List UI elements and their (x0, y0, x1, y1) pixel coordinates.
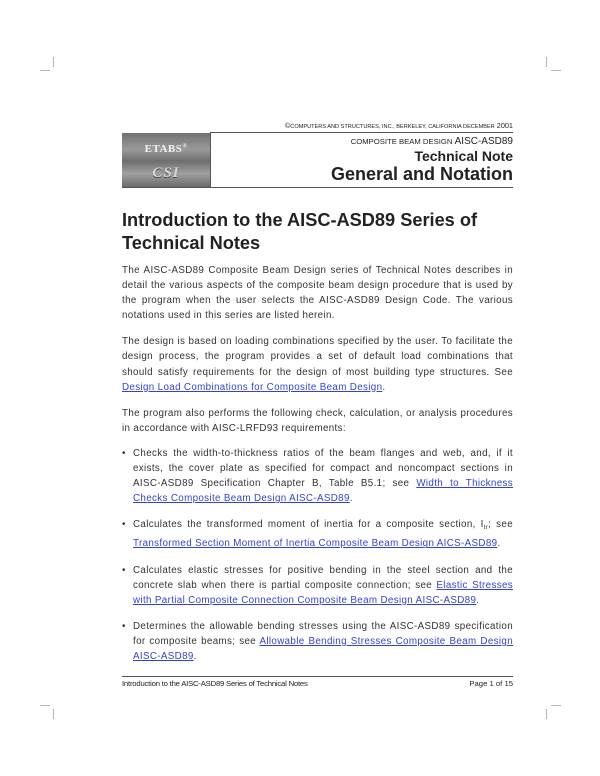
design-paragraph: The design is based on loading combinati… (122, 336, 513, 393)
link-width-to-thickness[interactable]: Width to Thickness Checks Composite Beam… (133, 478, 513, 505)
copyright-line: ©Computers and Structures, Inc., Berkele… (284, 121, 513, 130)
crop-mark-bottom-right-v (546, 709, 547, 719)
crop-mark-bottom-left-v (53, 709, 54, 719)
bullet-icon: • (122, 447, 126, 459)
footer-document-title: Introduction to the AISC-ASD89 Series of… (122, 679, 308, 688)
header-note-type: Technical Note (414, 148, 513, 164)
crop-mark-top-left-h (40, 70, 50, 71)
list-item: • Calculates the transformed moment of i… (122, 519, 513, 550)
procedures-paragraph: The program also performs the following … (122, 407, 513, 434)
section-heading: Introduction to the AISC-ASD89 Series of… (122, 210, 478, 253)
procedures-list: • Checks the width-to-thickness ratios o… (122, 446, 513, 664)
csi-logo-text: CSI (152, 165, 180, 181)
footer-rule (122, 676, 513, 677)
link-transformed-section-moment[interactable]: Transformed Section Moment of Inertia Co… (133, 538, 498, 550)
bullet-icon: • (122, 620, 126, 632)
header-bottom-rule (122, 187, 513, 188)
crop-mark-bottom-left-h (40, 705, 50, 706)
crop-mark-top-right-h (551, 70, 561, 71)
header-note-title: General and Notation (330, 164, 513, 184)
crop-mark-top-left-v (53, 57, 54, 67)
intro-paragraph: The AISC-ASD89 Composite Beam Design ser… (122, 265, 513, 322)
etabs-csi-logo: ETABS® CSI (122, 133, 211, 187)
crop-mark-top-right-v (546, 57, 547, 67)
etabs-logo-text: ETABS® (144, 143, 188, 155)
document-body: Introduction to the AISC-ASD89 Series of… (122, 209, 513, 664)
bullet-icon: • (122, 519, 126, 531)
header-subtitle: Composite Beam Design AISC-ASD89 (350, 136, 513, 147)
bullet-icon: • (122, 564, 126, 576)
page-number: Page 1 of 15 (469, 679, 513, 688)
crop-mark-bottom-right-h (551, 705, 561, 706)
link-allowable-bending-stresses[interactable]: Allowable Bending Stresses Composite Bea… (133, 635, 513, 662)
list-item: • Checks the width-to-thickness ratios o… (122, 447, 513, 505)
link-design-load-combinations[interactable]: Design Load Combinations for Composite B… (122, 381, 383, 393)
header-top-rule (210, 132, 513, 133)
list-item: • Calculates elastic stresses for positi… (122, 564, 513, 606)
link-elastic-stresses[interactable]: Elastic Stresses with Partial Composite … (133, 579, 513, 606)
list-item: • Determines the allowable bending stres… (122, 620, 513, 662)
